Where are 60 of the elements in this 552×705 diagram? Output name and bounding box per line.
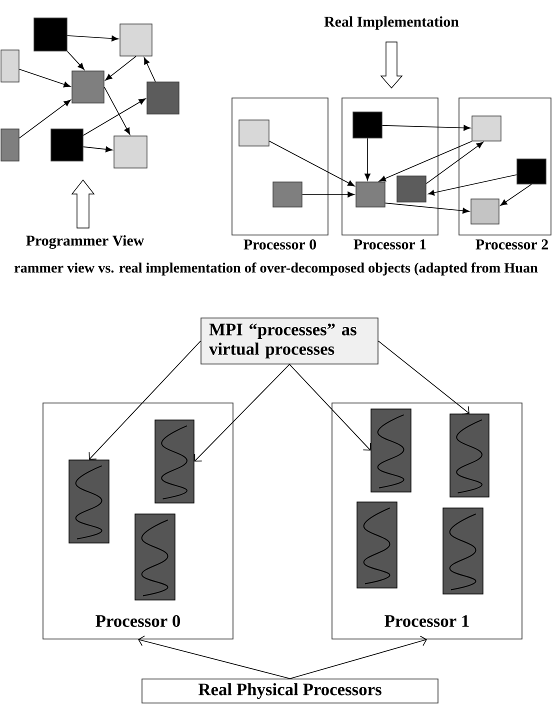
arrow [82, 146, 113, 152]
arrow [268, 140, 355, 186]
arrow [382, 124, 471, 131]
arrow [104, 86, 130, 135]
object-square [72, 70, 104, 104]
heading: Real Implementation [324, 16, 459, 30]
arrow [289, 364, 371, 450]
processor-box: Processor 0 [232, 98, 328, 250]
object-square [114, 136, 148, 168]
object-square [34, 18, 68, 52]
processor-box: Processor 1 [342, 98, 438, 250]
arrow [378, 140, 472, 182]
arrow [364, 138, 370, 181]
node-label: Processor 1 [354, 239, 426, 250]
arrow [18, 100, 71, 138]
note-box: Real Physical Processors [142, 678, 438, 704]
arrow [66, 35, 119, 42]
object-square [146, 82, 180, 114]
arrow [88, 340, 201, 460]
object-square [356, 182, 386, 208]
note-box: MPI “processes” as virtual processes [200, 318, 378, 364]
arrow [290, 636, 427, 679]
node-label: Processor 0 [244, 239, 316, 250]
heading: Programmer View [26, 235, 144, 249]
object-square [272, 182, 302, 208]
object-square [516, 158, 546, 184]
squiggle-box [134, 514, 176, 600]
object-square [470, 198, 500, 224]
object-square [396, 176, 426, 202]
caption: rammer view vs. real implementation of over-decomposed objects (adapted from Huan [14, 262, 538, 276]
arrow [66, 50, 84, 70]
arrow [82, 98, 146, 136]
arrow [500, 184, 532, 206]
squiggle-box [68, 460, 110, 544]
arrow [384, 202, 470, 214]
processor-box: Processor 1 [332, 402, 522, 640]
arrow [144, 57, 156, 82]
object-square [472, 116, 502, 142]
object-square [120, 24, 152, 56]
squiggle-box [442, 508, 484, 594]
object-square [0, 128, 20, 162]
arrow [426, 142, 484, 184]
squiggle-box [356, 502, 398, 588]
object-square [0, 50, 20, 82]
squiggle-box [450, 414, 490, 498]
squiggle-box [370, 408, 412, 492]
object-square [238, 120, 270, 146]
object-square [50, 128, 84, 162]
arrow [194, 364, 290, 462]
squiggle-box [154, 420, 194, 504]
arrow [105, 56, 136, 81]
processor-box: Processor 0 [42, 402, 234, 640]
object-square [352, 112, 382, 138]
arrow [428, 174, 518, 196]
arrow [378, 340, 470, 414]
arrow [18, 68, 71, 88]
processor-box: Processor 2 [458, 98, 552, 250]
arrow [302, 192, 355, 198]
node-label: Processor 2 [476, 239, 548, 250]
arrow [138, 636, 290, 679]
